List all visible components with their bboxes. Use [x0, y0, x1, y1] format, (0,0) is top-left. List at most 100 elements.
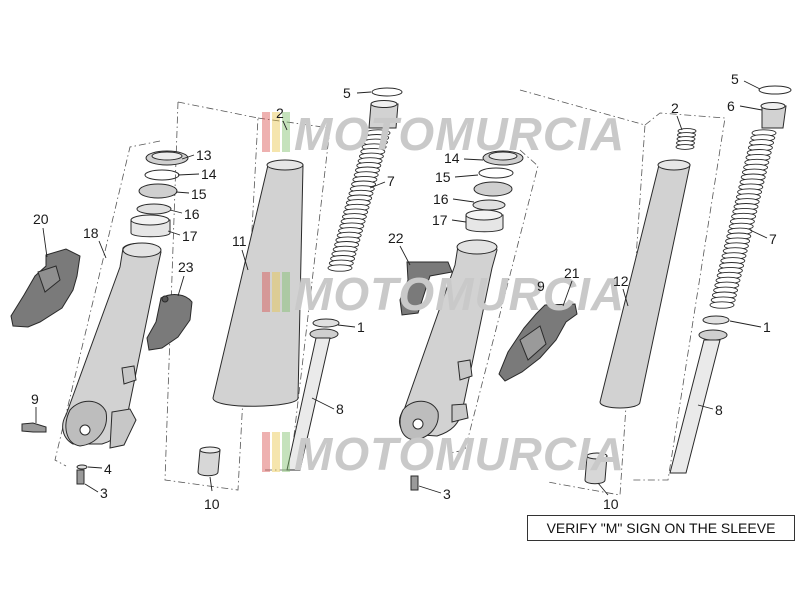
part-12-stanchion-tube: [599, 164, 691, 409]
callout-9: 9: [31, 391, 39, 407]
leader-20: [42, 227, 48, 258]
part-4-washer: [76, 464, 88, 470]
right-tube-frame: [519, 89, 646, 496]
part-8-damper-rod: [286, 337, 331, 471]
leader-r2: [676, 115, 683, 131]
callout-r3: 3: [443, 486, 451, 502]
leader-18: [98, 240, 107, 259]
part-16-washer: [472, 199, 506, 211]
part-9-bolt: [21, 422, 47, 433]
part-23-screw-hole: [161, 295, 169, 303]
part-18-caliper-mount: [109, 408, 137, 449]
part-17-bushing-top: [130, 214, 170, 226]
callout-4: 4: [104, 461, 112, 477]
leader-r17: [451, 219, 467, 223]
right-fork-assembly: [399, 85, 792, 491]
part-12-tube-top: [657, 159, 691, 171]
left-spring-frame: [257, 117, 331, 471]
part-11-stanchion-tube: [212, 164, 304, 407]
callout-8: 8: [336, 401, 344, 417]
leader-2: [282, 120, 288, 131]
callout-r17: 17: [432, 212, 448, 228]
leader-4: [87, 466, 103, 469]
part-14-dust-seal-inner: [488, 151, 518, 161]
left-outer-frame: [54, 140, 161, 467]
part-10-bottom-bushing: [584, 455, 608, 485]
callout-r14: 14: [444, 150, 460, 166]
part-16-washer: [136, 203, 172, 215]
leader-r22: [399, 245, 411, 266]
part-8-damper-rod: [669, 339, 721, 474]
leader-r12: [622, 288, 629, 307]
part-3-bolt: [76, 469, 85, 485]
callout-20: 20: [33, 211, 49, 227]
leader-r6: [739, 105, 763, 111]
leader-r10: [597, 482, 609, 496]
left-seal-stack: [130, 150, 189, 238]
callout-r16: 16: [433, 191, 449, 207]
callout-r5: 5: [731, 71, 739, 87]
callout-r21: 21: [564, 265, 580, 281]
leader-r3: [418, 485, 442, 494]
callout-r6: 6: [727, 98, 735, 114]
part-10-bushing-top: [586, 452, 608, 460]
left-fork-assembly: [10, 87, 403, 485]
leader-r16: [452, 198, 475, 203]
part-14-clip: [144, 169, 180, 181]
part-18-top-opening: [122, 242, 162, 258]
watermark-bottom: MOTOMURCIA: [262, 428, 625, 480]
left-tube-frame: [164, 101, 259, 491]
part-right-axle-hole: [412, 418, 424, 430]
callout-r22: 22: [388, 230, 404, 246]
right-seal-stack: [465, 150, 524, 233]
leader-11: [241, 249, 249, 271]
part-10-bushing-top: [199, 446, 221, 454]
spring-coil: [675, 144, 695, 150]
watermark-text: MOTOMURCIA: [294, 428, 625, 480]
part-6-cap-top: [370, 100, 398, 108]
part-7-spring: [709, 129, 777, 309]
callout-13: 13: [196, 147, 212, 163]
callout-r7: 7: [769, 231, 777, 247]
callout-3: 3: [100, 485, 108, 501]
leader-lines: [35, 80, 768, 496]
watermark-top: MOTOMURCIA: [262, 108, 624, 160]
leader-r8: [697, 404, 714, 410]
callout-14: 14: [201, 166, 217, 182]
leader-3: [84, 483, 99, 493]
part-5-o-ring: [371, 87, 403, 97]
leader-7: [369, 181, 386, 189]
callout-16: 16: [184, 206, 200, 222]
callout-r9: 9: [537, 278, 545, 294]
leader-14: [177, 173, 200, 176]
leader-r21: [562, 280, 573, 307]
part-17-bushing-top: [465, 209, 503, 221]
leader-17: [167, 230, 181, 236]
callout-15: 15: [191, 186, 207, 202]
leader-r7: [749, 229, 768, 239]
part-23-guard: [146, 294, 193, 351]
part-22-bracket: [399, 261, 453, 316]
watermark-middle: MOTOMURCIA: [262, 268, 625, 320]
callout-23: 23: [178, 259, 194, 275]
part-21-guard-detail: [519, 325, 547, 361]
leader-10: [209, 476, 213, 492]
callout-17: 17: [182, 228, 198, 244]
part-7-spring: [327, 129, 391, 272]
part-20-bracket-detail: [37, 265, 61, 293]
callout-r2: 2: [671, 100, 679, 116]
part-15-clip: [478, 167, 514, 179]
callout-r10: 10: [603, 496, 619, 512]
part-13-dust-seal-inner: [151, 151, 183, 161]
leader-r14: [463, 158, 484, 161]
part-right-side-boss: [457, 359, 473, 381]
verify-sleeve-note: VERIFY "M" SIGN ON THE SLEEVE: [527, 515, 795, 541]
watermark-text: MOTOMURCIA: [294, 268, 625, 320]
part-right-slider-opening: [456, 239, 498, 255]
part-15-oil-seal: [138, 183, 178, 199]
leader-r5: [743, 80, 761, 90]
leader-15: [175, 191, 190, 194]
part-right-lower-boss: [451, 403, 469, 423]
callout-1: 1: [357, 319, 365, 335]
